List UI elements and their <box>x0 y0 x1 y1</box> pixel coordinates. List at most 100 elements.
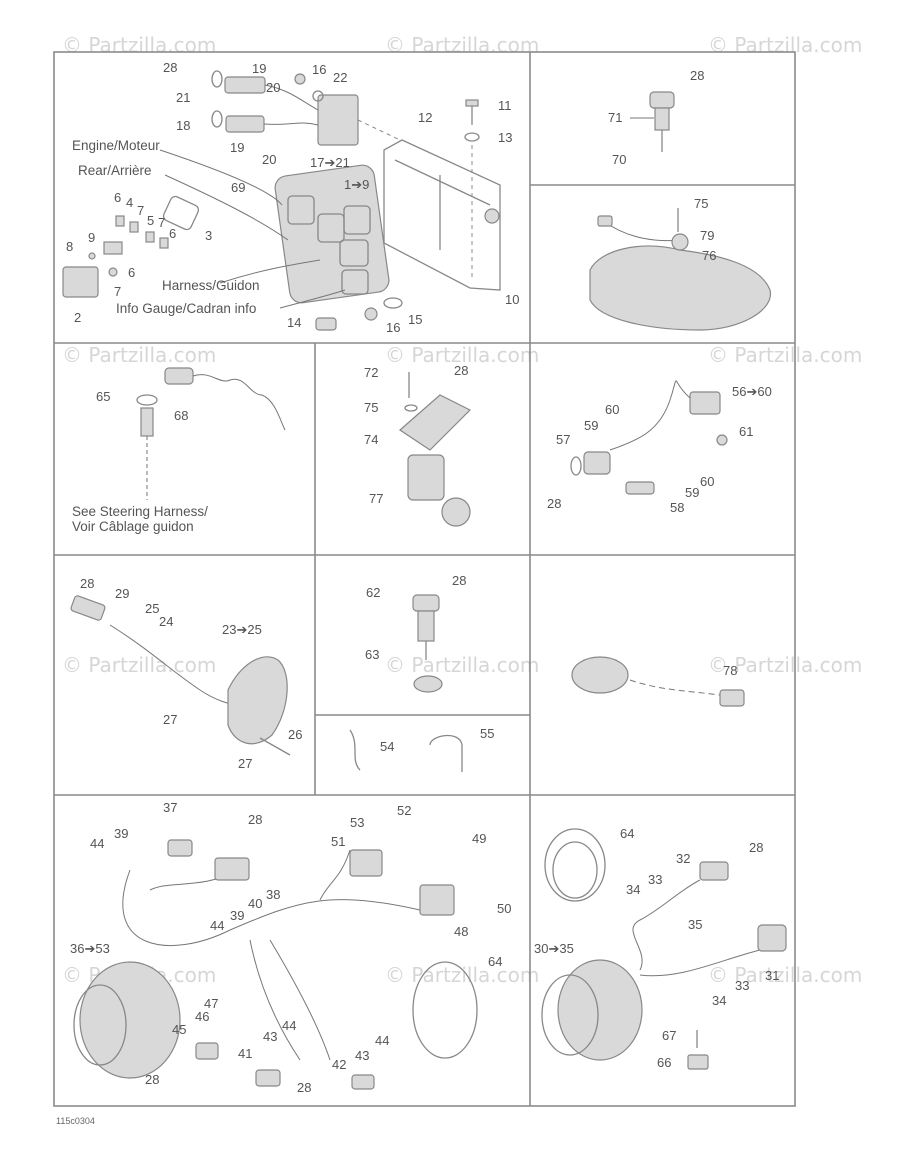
callout: 7 <box>114 284 121 299</box>
sensor-body <box>417 610 435 642</box>
panel-sensor-62: 62 28 63 <box>365 573 466 693</box>
watermark: © Partzilla.com <box>708 33 862 57</box>
wire <box>264 84 319 111</box>
callout: 26 <box>288 727 302 742</box>
callout: 15 <box>408 312 422 327</box>
clip-61 <box>716 434 728 446</box>
cable-tie-54 <box>349 729 361 771</box>
relay-56 <box>689 391 721 415</box>
sensor-connector <box>649 91 675 109</box>
gauge-30 <box>557 959 643 1061</box>
callout: 49 <box>472 831 486 846</box>
sensor-body <box>654 107 670 131</box>
callout: 33 <box>735 978 749 993</box>
callout: 39 <box>230 908 244 923</box>
gauge-face <box>541 974 599 1056</box>
connector-51 <box>349 849 383 877</box>
callout: 71 <box>608 110 622 125</box>
see-steering-caption: See Steering Harness/ <box>72 504 208 519</box>
terminal <box>159 237 169 249</box>
bracket-74 <box>399 394 472 451</box>
seal-63 <box>413 675 443 693</box>
callout: 42 <box>332 1057 346 1072</box>
wire <box>263 122 319 126</box>
wire <box>629 679 721 696</box>
callout: 39 <box>114 826 128 841</box>
callout: 32 <box>676 851 690 866</box>
callout: 31 <box>765 968 779 983</box>
callout: 54 <box>380 739 394 754</box>
module-socket <box>287 195 315 225</box>
housing-boss <box>441 497 471 527</box>
callout: 67 <box>662 1028 676 1043</box>
gauge-wire <box>279 289 346 309</box>
callout: 20 <box>262 152 276 167</box>
wire <box>609 380 691 451</box>
panel-control-module: 28 21 18 19 20 19 20 16 22 17➔21 1➔9 69 … <box>62 60 519 335</box>
callout: 13 <box>498 130 512 145</box>
panel-engine-sensor: 75 79 76 <box>589 196 771 331</box>
callout: 3 <box>205 228 212 243</box>
callout: 10 <box>505 292 519 307</box>
wire <box>249 939 301 1061</box>
coiled-wire <box>192 374 286 431</box>
callout: 64 <box>620 826 634 841</box>
figure-code: 115c0304 <box>56 1116 95 1126</box>
callout: 7 <box>158 215 165 230</box>
callout: 47 <box>204 996 218 1011</box>
callout: 27 <box>238 756 252 771</box>
housing-77 <box>407 454 445 501</box>
washer <box>383 297 403 309</box>
callout: 46 <box>195 1009 209 1024</box>
seal <box>211 110 223 128</box>
callout: 58 <box>670 500 684 515</box>
connector <box>214 857 250 881</box>
callout: 34 <box>712 993 726 1008</box>
panel-grid <box>53 51 796 1107</box>
pin <box>108 267 118 277</box>
callout: 20 <box>266 80 280 95</box>
watermark: © Partzilla.com <box>62 343 216 367</box>
callout: 6 <box>128 265 135 280</box>
watermark: © Partzilla.com <box>385 343 539 367</box>
callout: 34 <box>626 882 640 897</box>
callout: 4 <box>126 195 133 210</box>
callout: 57 <box>556 432 570 447</box>
rear-wire <box>164 174 289 241</box>
pin <box>88 252 96 260</box>
grommet <box>484 208 500 224</box>
callout: 75 <box>364 400 378 415</box>
washer <box>464 132 480 142</box>
callout: 11 <box>498 98 512 113</box>
panel-sensor-71: 71 28 70 <box>608 68 704 167</box>
panel-tachometer: 64 32 28 34 33 30➔35 35 31 33 34 67 66 <box>534 826 787 1070</box>
mounting-plate <box>383 139 501 291</box>
screw-26 <box>259 737 291 756</box>
callout: 1➔9 <box>344 177 369 192</box>
callout: 59 <box>685 485 699 500</box>
callout: 23➔25 <box>222 622 262 637</box>
callout: 5 <box>147 213 154 228</box>
switch-housing <box>227 656 288 745</box>
panel-sensor-65: 65 68 See Steering Harness/ Voir Câblage… <box>72 367 286 534</box>
callout: 48 <box>454 924 468 939</box>
callout: 16 <box>312 62 326 77</box>
bezel-64 <box>412 961 478 1059</box>
callout: 30➔35 <box>534 941 574 956</box>
callout: 45 <box>172 1022 186 1037</box>
see-steering-caption: Voir Câblage guidon <box>72 519 194 534</box>
callout: 28 <box>452 573 466 588</box>
callout: 53 <box>350 815 364 830</box>
outer-frame <box>53 51 796 1107</box>
sensor-connector <box>412 594 440 612</box>
connector <box>597 215 613 227</box>
grommet-3 <box>162 195 200 231</box>
connector-32 <box>699 861 729 881</box>
seal <box>570 456 582 476</box>
gauge-face <box>73 984 127 1066</box>
connector-48 <box>419 884 455 916</box>
connector-58 <box>625 481 655 495</box>
panel-switch: 28 29 25 24 23➔25 27 26 27 <box>70 576 302 771</box>
callout: 35 <box>688 917 702 932</box>
washer-75 <box>404 404 418 412</box>
